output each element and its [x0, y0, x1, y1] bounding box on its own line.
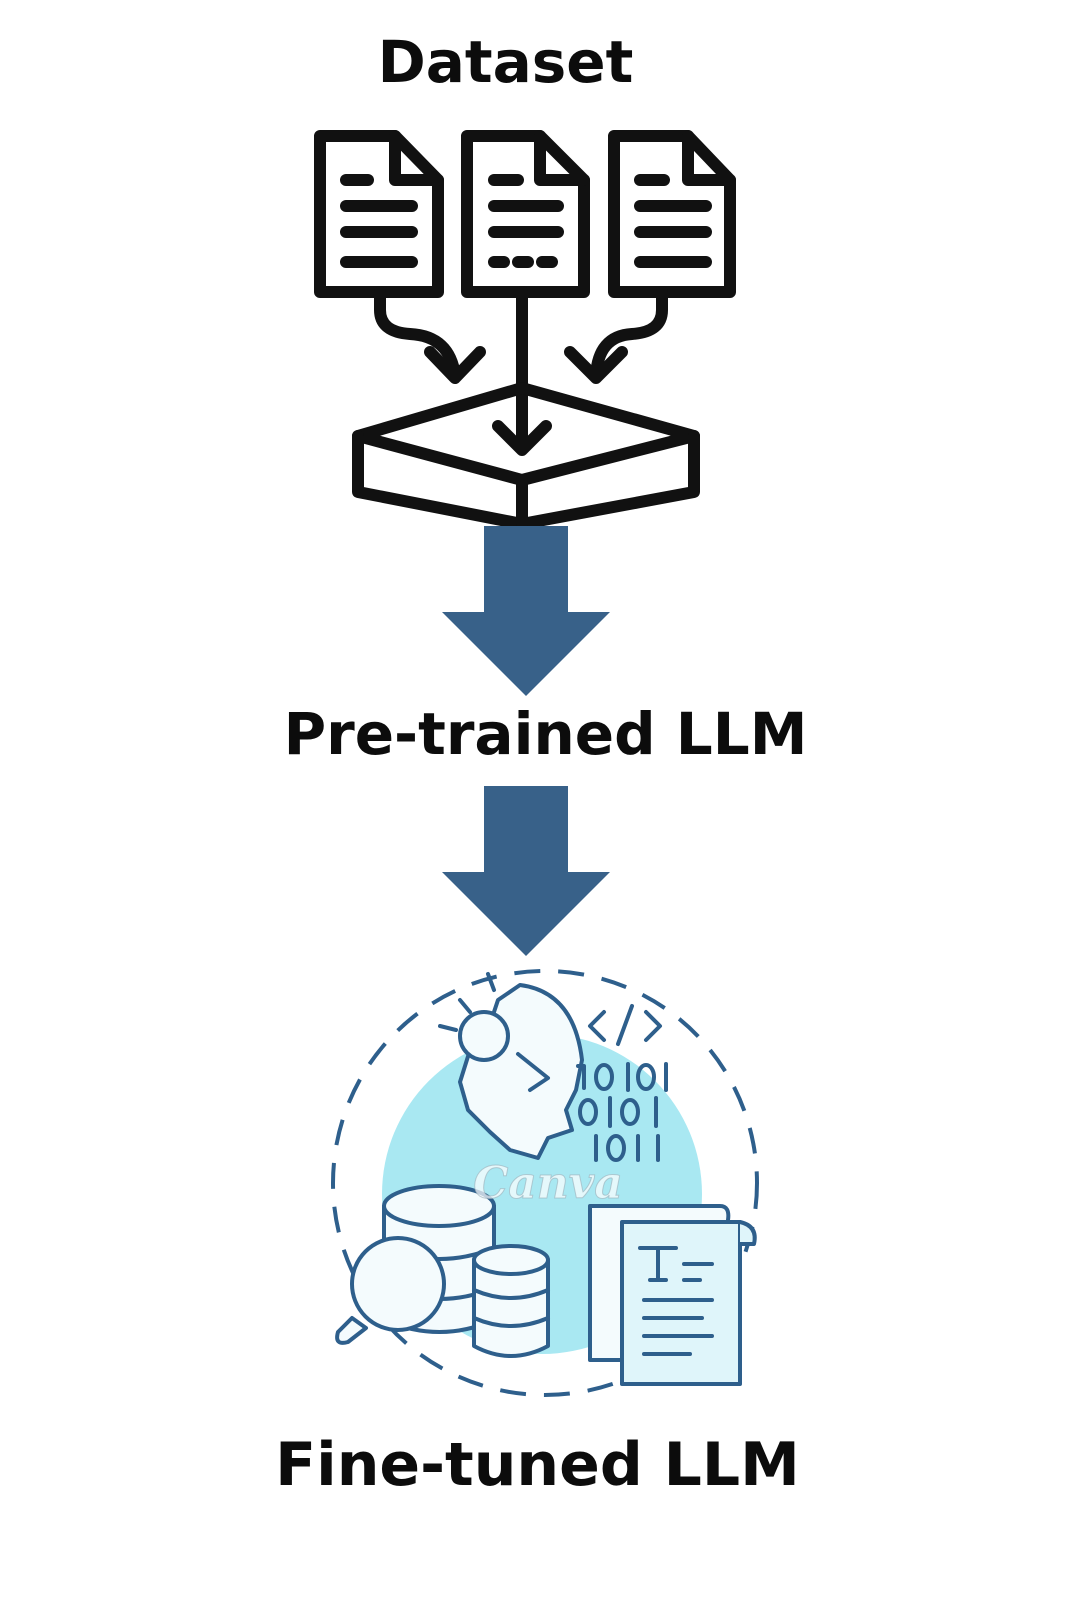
down-arrow-icon	[442, 786, 610, 956]
pretrained-llm-label: Pre-trained LLM	[283, 700, 808, 768]
code-icon	[588, 1004, 662, 1046]
text-document-icon	[620, 1220, 757, 1386]
database-box-icon	[352, 382, 700, 530]
dataset-label: Dataset	[377, 28, 634, 96]
binary-icon	[576, 1062, 668, 1162]
document-icon	[608, 130, 736, 298]
document-icon	[314, 130, 444, 298]
small-database-icon	[472, 1244, 550, 1358]
magnifier-icon	[335, 1236, 446, 1345]
flow-arrows	[442, 526, 610, 956]
watermark: Canva	[473, 1158, 623, 1209]
finetuned-llm-label: Fine-tuned LLM	[275, 1430, 800, 1500]
down-arrow-icon	[442, 526, 610, 696]
ai-head-icon	[438, 972, 584, 1160]
document-icon	[461, 130, 590, 298]
merge-arrows-icon	[374, 286, 668, 456]
